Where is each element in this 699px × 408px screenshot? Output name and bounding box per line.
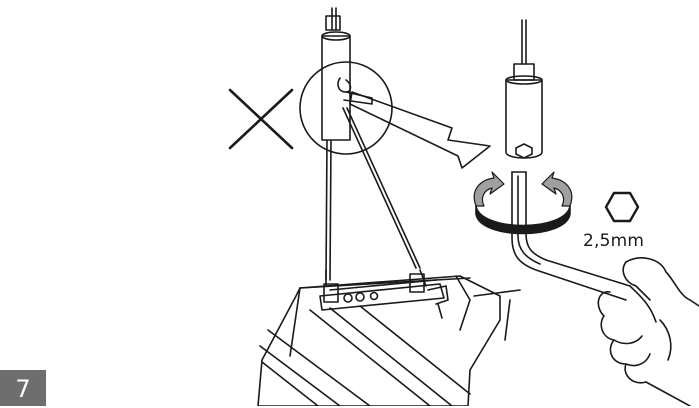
x-mark-icon [228,88,294,150]
hex-key-size-label: 2,5mm [583,231,645,251]
hex-key [511,171,631,301]
step-number-badge: 7 [0,370,46,406]
holder-closeup [505,19,543,159]
lamp-body [257,7,521,406]
hexagon-icon [604,191,640,223]
rotate-arrows-icon [473,171,573,235]
hand [597,257,699,406]
magnify-arrow-icon [349,91,491,169]
